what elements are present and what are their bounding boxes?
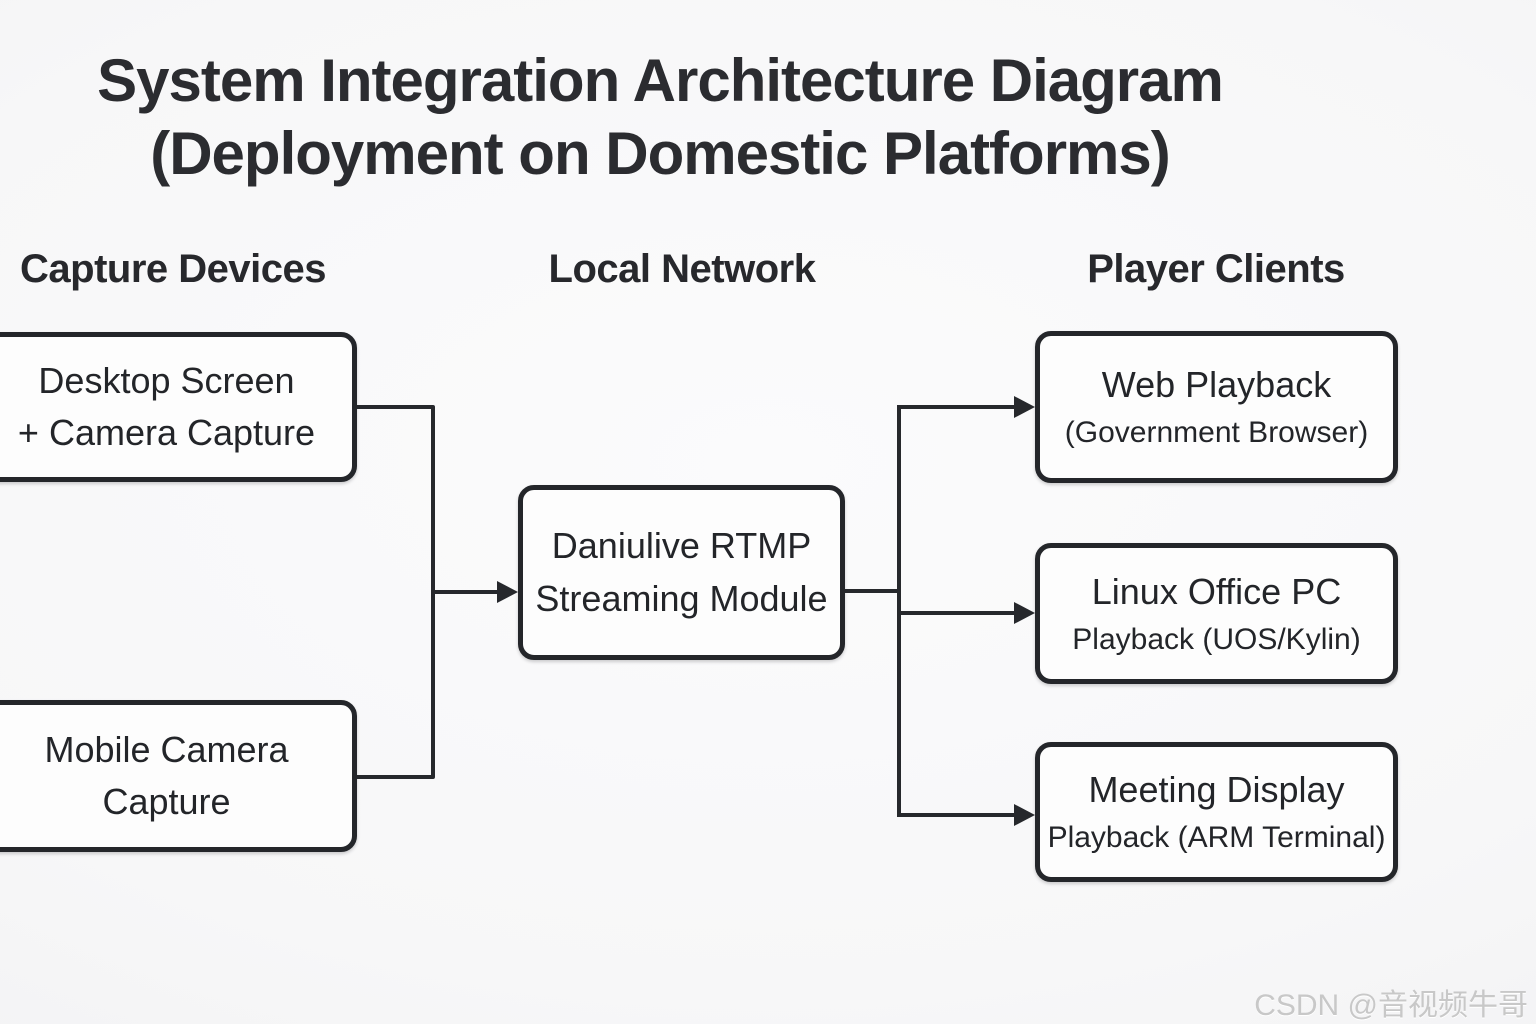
node-label-line2: Playback (UOS/Kylin) [1072,622,1361,656]
page-title-line2: (Deployment on Domestic Platforms) [150,120,1171,188]
node-label-line1: Web Playback [1101,364,1332,406]
node-web-playback: Web Playback (Government Browser) [1035,331,1398,483]
node-daniulive-rtmp-streaming-module: Daniulive RTMP Streaming Module [518,485,845,660]
node-mobile-camera-capture: Mobile Camera Capture [0,700,357,852]
arrowhead-icon [1014,396,1035,418]
node-label-line2: (Government Browser) [1064,416,1369,450]
arrowhead-icon [1014,804,1035,826]
column-header-local-network: Local Network [548,247,816,291]
page-title: System Integration Architecture Diagram … [0,44,1320,190]
node-label-line1: Meeting Display [1088,769,1345,811]
node-label-line2: + Camera Capture [17,412,316,453]
arrowhead-icon [1014,602,1035,624]
node-label-line2: Streaming Module [535,577,828,619]
arrowhead-icon [497,581,518,603]
node-label-line1: Daniulive RTMP [551,525,812,567]
node-label-line2: Playback (ARM Terminal) [1047,821,1386,855]
connector-capture-merge-bracket [355,405,435,779]
node-label-line1: Desktop Screen [38,359,295,401]
column-header-player-clients: Player Clients [1087,247,1345,291]
node-label-line2: Capture [102,781,231,822]
node-label-line1: Mobile Camera [44,728,289,770]
node-desktop-screen-camera-capture: Desktop Screen + Camera Capture [0,332,357,482]
node-meeting-display-playback: Meeting Display Playback (ARM Terminal) [1035,742,1398,882]
node-label-line1: Linux Office PC [1091,570,1342,612]
column-header-capture-devices: Capture Devices [20,247,326,291]
node-linux-office-pc-playback: Linux Office PC Playback (UOS/Kylin) [1035,543,1398,684]
page-title-line1: System Integration Architecture Diagram [97,47,1224,114]
watermark: CSDN @音视频牛哥 [1254,989,1528,1022]
